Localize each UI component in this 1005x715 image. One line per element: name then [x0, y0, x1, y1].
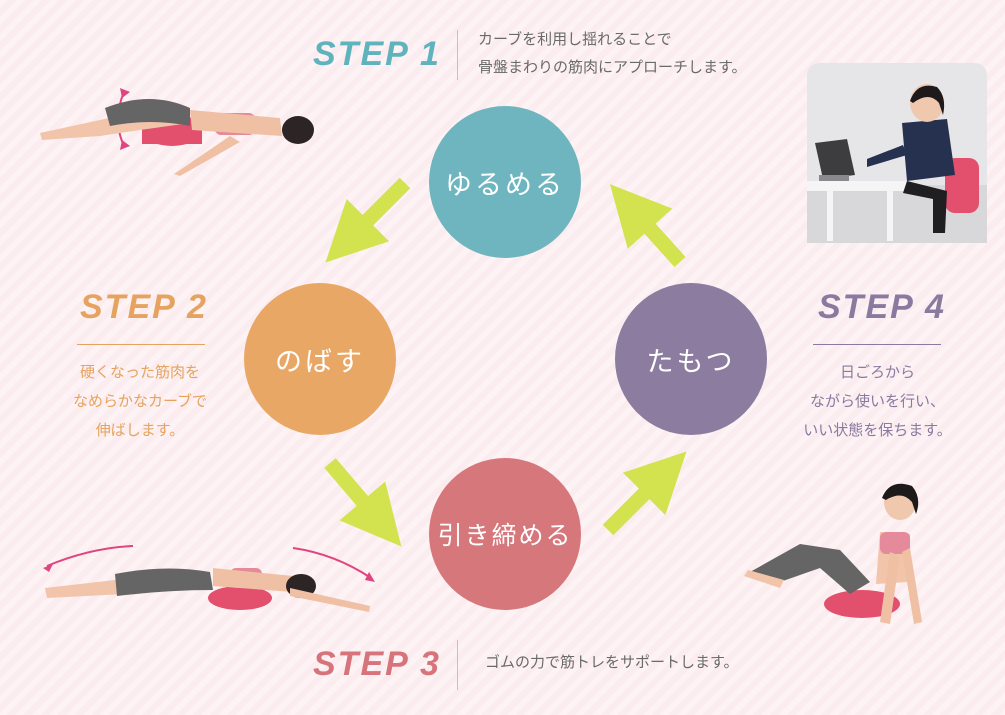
step2-line-2: なめらかなカーブで [72, 392, 208, 410]
step4-line-2: ながら使いを行い、 [809, 392, 945, 410]
step1-line-1: カーブを利用し揺れることで [478, 30, 672, 48]
step2-line-3: 伸ばします。 [95, 421, 185, 439]
step3-description: ゴムの力で筋トレをサポートします。 [485, 648, 739, 676]
photo-seated-core [744, 483, 922, 624]
step4-line-1: 日ごろから [839, 363, 915, 381]
step4-divider [813, 344, 941, 345]
arrow-step2-to-step3 [324, 458, 402, 547]
step2-title: STEP 2 [80, 288, 208, 326]
step1-description: カーブを利用し揺れることで 骨盤まわりの筋肉にアプローチします。 [478, 25, 747, 81]
step1-divider [457, 30, 458, 80]
arrow-step4-to-step1 [609, 184, 686, 268]
step2-line-1: 硬くなった筋肉を [79, 363, 200, 381]
circle-maintain: たもつ [615, 283, 767, 435]
step3-divider [457, 640, 458, 690]
photo-lying-stretch [43, 545, 375, 612]
circle-tighten: 引き締める [429, 458, 581, 610]
arrow-step1-to-step2 [325, 177, 411, 263]
step1-line-2: 骨盤まわりの筋肉にアプローチします。 [478, 58, 747, 76]
step2-divider [77, 344, 205, 345]
circle-loosen: ゆるめる [429, 106, 581, 258]
step4-line-3: いい状態を保ちます。 [803, 421, 952, 439]
arrow-step3-to-step4 [602, 451, 687, 536]
circle-stretch: のばす [244, 283, 396, 435]
photo-lying-rock [40, 88, 314, 176]
circle-maintain-label: たもつ [646, 346, 736, 378]
circle-tighten-label: 引き締める [437, 521, 573, 550]
step3-title: STEP 3 [313, 645, 441, 683]
step2-description: 硬くなった筋肉を なめらかなカーブで 伸ばします。 [40, 358, 240, 445]
step1-title: STEP 1 [313, 35, 441, 73]
photo-desk [807, 63, 987, 243]
step4-title: STEP 4 [818, 288, 946, 326]
circle-stretch-label: のばす [275, 346, 365, 378]
step4-description: 日ごろから ながら使いを行い、 いい状態を保ちます。 [775, 358, 980, 445]
step3-line-1: ゴムの力で筋トレをサポートします。 [485, 653, 739, 671]
circle-loosen-label: ゆるめる [445, 169, 565, 201]
